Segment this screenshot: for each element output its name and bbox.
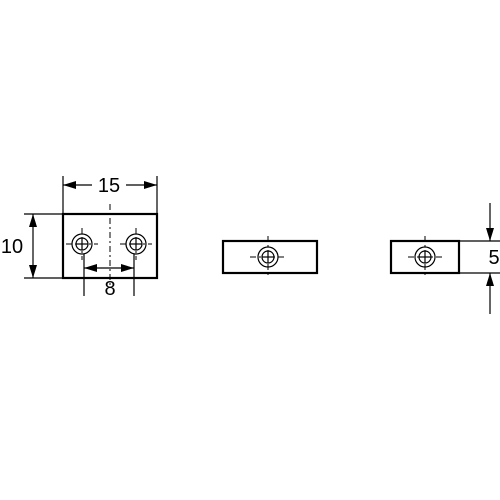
single-hole-block-view xyxy=(221,236,319,278)
arrow-down-icon xyxy=(29,265,37,278)
height-label-bg xyxy=(0,234,25,258)
arrow-left-icon xyxy=(63,181,76,189)
width-label-bg xyxy=(92,172,126,194)
screw-hole-icon xyxy=(66,228,98,260)
arrow-right-icon xyxy=(144,181,157,189)
spacing-label: 8 xyxy=(104,278,115,300)
arrow-up-icon xyxy=(29,214,37,227)
screw-hole-icon xyxy=(250,236,286,278)
screw-hole-icon xyxy=(120,228,152,260)
height-label: 10 xyxy=(1,236,23,258)
arrow-right-icon xyxy=(121,264,134,272)
two-hole-block-view: 15 10 xyxy=(0,172,159,300)
arrow-left-icon xyxy=(84,264,97,272)
arrow-down-icon xyxy=(486,228,494,241)
thickness-label: 5 xyxy=(488,247,499,269)
thickness-block-view: 5 xyxy=(389,203,500,314)
arrow-up-icon xyxy=(486,273,494,286)
width-label: 15 xyxy=(98,175,120,197)
screw-hole-icon xyxy=(408,236,442,278)
